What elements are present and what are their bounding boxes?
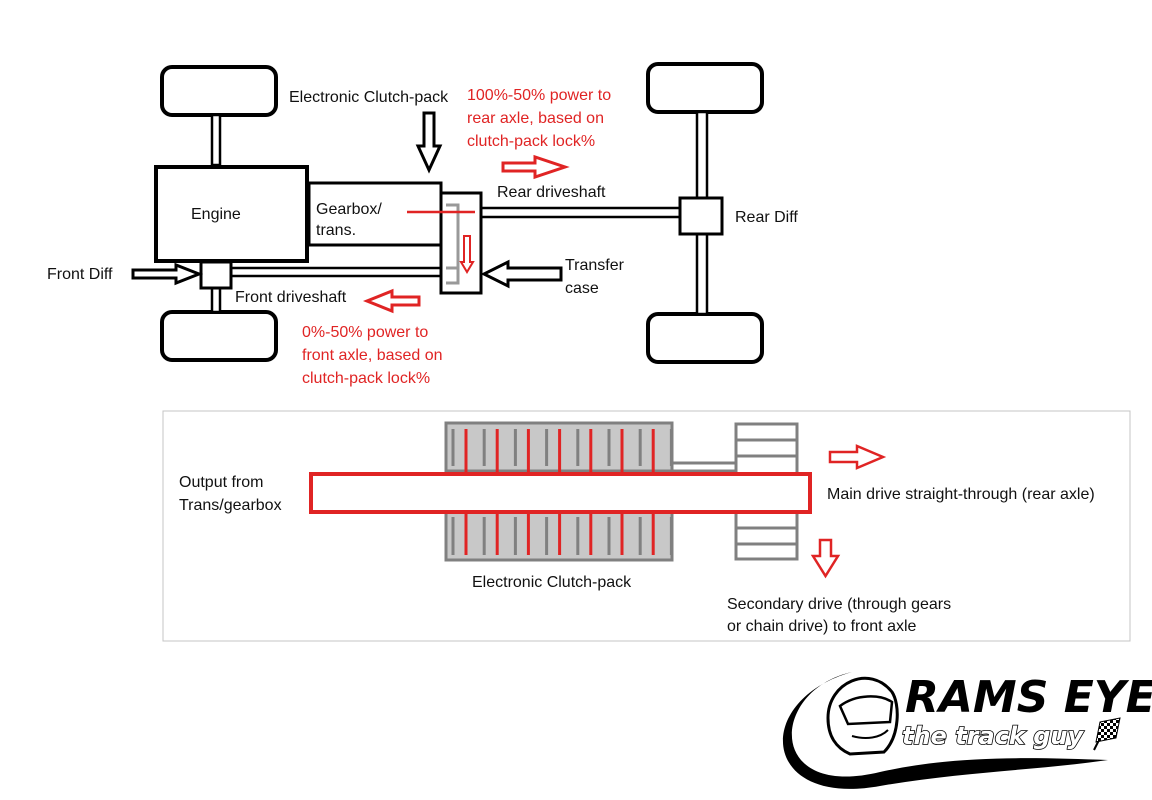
rear-driveshaft-label: Rear driveshaft [497, 184, 606, 201]
front-power-text-3: clutch-pack lock% [302, 370, 430, 387]
secondary-drive-arrow [810, 538, 841, 579]
clutch-detail-panel: Output from Trans/gearbox Main drive str… [162, 410, 1131, 642]
front-diff-label: Front Diff [47, 266, 113, 283]
rear-power-text-3: clutch-pack lock% [467, 133, 595, 150]
rear-power-text-2: rear axle, based on [467, 110, 604, 127]
gearbox-block [307, 181, 443, 247]
rear-power-text-1: 100%-50% power to [467, 87, 611, 104]
clutch-plates [451, 429, 673, 555]
main-drive-label: Main drive straight-through (rear axle) [827, 486, 1095, 503]
clutch-pack-label: Electronic Clutch-pack [289, 89, 449, 106]
gearbox-label-line1: Gearbox/ [316, 201, 382, 218]
front-right-wheel [160, 310, 278, 362]
front-axle-upper [210, 113, 222, 167]
transfer-case-label-1: Transfer [565, 257, 625, 274]
engine-block [154, 165, 309, 263]
main-drive-arrow [828, 444, 887, 470]
gear-stack-bottom [734, 510, 799, 561]
rear-right-wheel [646, 312, 764, 364]
checkered-flag-icon [1093, 717, 1121, 751]
output-label-1: Output from [179, 474, 263, 491]
clutch-pack-bottom-label: Electronic Clutch-pack [472, 574, 632, 591]
rear-power-arrow [501, 154, 570, 180]
front-axle-lower [210, 285, 222, 314]
output-label-2: Trans/gearbox [179, 497, 282, 514]
clutch-output-link [670, 461, 738, 473]
logo-title: RAMS EYE [905, 672, 1152, 723]
rams-eye-logo: RAMS EYE the track guy [782, 672, 1152, 789]
secondary-gear-block [734, 422, 799, 561]
clutch-pointer-arrow [415, 111, 443, 174]
secondary-drive-label-2: or chain drive) to front axle [727, 618, 917, 635]
gearbox-label-line2: trans. [316, 222, 356, 239]
transfer-internal-path [446, 203, 460, 285]
rear-diff-label: Rear Diff [735, 209, 798, 226]
front-left-wheel [160, 65, 278, 117]
front-diff-box [199, 260, 233, 290]
helmet-icon [826, 676, 899, 756]
rear-left-wheel [646, 62, 764, 114]
front-driveshaft-shaft [229, 266, 444, 278]
secondary-drive-label-1: Secondary drive (through gears [727, 596, 951, 613]
front-power-arrow [362, 288, 421, 314]
front-power-text-1: 0%-50% power to [302, 324, 428, 341]
engine-label: Engine [191, 206, 241, 223]
rear-diff-box [678, 196, 724, 236]
input-shaft [309, 472, 812, 514]
logo-swoosh [782, 672, 1108, 789]
rear-driveshaft-shaft [479, 206, 682, 219]
front-driveshaft-label: Front driveshaft [235, 289, 347, 306]
red-down-arrow-small [459, 235, 475, 274]
transfer-case-box [439, 191, 483, 295]
car-layout: Engine Gearbox/ trans. Electronic Clutch… [47, 62, 798, 387]
gear-stack-top [734, 422, 799, 476]
front-diff-pointer-arrow [131, 262, 204, 286]
transfer-pointer-arrow [480, 259, 563, 289]
front-power-text-2: front axle, based on [302, 347, 443, 364]
logo-tagline: the track guy [902, 722, 1085, 750]
transfer-case-label-2: case [565, 280, 599, 297]
